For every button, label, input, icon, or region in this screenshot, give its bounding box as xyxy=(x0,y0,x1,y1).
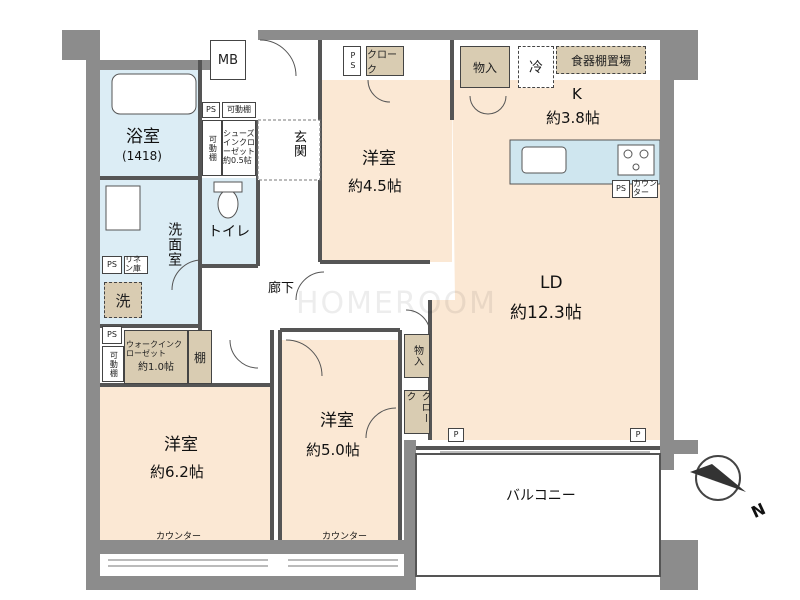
entrance-label: 玄関 xyxy=(290,130,306,158)
balcony-floor xyxy=(415,453,661,577)
western3-name: 洋室 xyxy=(164,435,198,455)
fridge-box: 冷 xyxy=(518,46,554,88)
kitchen-name: K xyxy=(572,85,582,103)
ps-box-5: PS xyxy=(612,180,630,198)
closet-box-1: クローク xyxy=(366,46,404,76)
ld-name: LD xyxy=(540,273,563,293)
mb-box: MB xyxy=(210,40,246,80)
storage-box-2: 物入 xyxy=(404,334,430,378)
ld-size: 約12.3帖 xyxy=(510,303,582,323)
western3-size: 約6.2帖 xyxy=(150,463,204,481)
closet-box-2: クローク xyxy=(404,390,430,434)
western3-floor xyxy=(100,385,272,540)
bath-sub: (1418) xyxy=(122,149,162,163)
balcony-label: バルコニー xyxy=(506,488,576,504)
p-box-1: P xyxy=(448,428,464,442)
wash-basin xyxy=(105,185,141,231)
bath-label: 浴室 xyxy=(126,127,160,147)
ps-box-4: PS xyxy=(102,326,122,344)
western1-size: 約4.5帖 xyxy=(348,177,402,195)
ps-box-1: PS xyxy=(343,46,361,76)
storage-box-1: 物入 xyxy=(460,46,510,88)
counter-box-k: カウンター xyxy=(632,179,658,198)
western2-size: 約5.0帖 xyxy=(306,441,360,459)
shoe-closet-box: シューズインクローゼット約0.5帖 xyxy=(222,120,256,176)
compass-icon xyxy=(690,455,746,501)
dish-shelf-box: 食器棚置場 xyxy=(556,46,646,74)
western1-name: 洋室 xyxy=(362,149,396,169)
movable-shelf-2: 可動棚 xyxy=(202,120,222,176)
ps-box-3: PS xyxy=(102,256,122,274)
kitchen-size: 約3.8帖 xyxy=(546,109,600,127)
movable-shelf-3: 可動棚 xyxy=(102,346,124,382)
western2-floor xyxy=(280,340,400,540)
western1-floor xyxy=(320,80,452,262)
linen-box: リネン庫 xyxy=(124,255,148,274)
bathtub xyxy=(111,73,197,115)
entrance-floor xyxy=(257,119,321,181)
ld-floor xyxy=(430,80,660,440)
sink xyxy=(521,146,567,174)
counter-label-2: カウンター xyxy=(322,532,368,542)
wash-label: 洗面室 xyxy=(166,222,183,267)
ps-box-2: PS xyxy=(202,102,220,118)
hall-label: 廊下 xyxy=(268,281,295,296)
toilet-label: トイレ xyxy=(208,224,250,240)
watermark: HOMEROOM xyxy=(296,286,497,321)
counter-label-1: カウンター xyxy=(156,532,202,542)
washer-box: 洗 xyxy=(104,282,142,318)
wic-shelf-box: 棚 xyxy=(188,330,212,384)
movable-shelf-1: 可動棚 xyxy=(222,102,256,118)
western2-name: 洋室 xyxy=(320,411,354,431)
wic-box: ウォークインクローゼット 約1.0帖 xyxy=(124,330,188,384)
p-box-2: P xyxy=(630,428,646,442)
